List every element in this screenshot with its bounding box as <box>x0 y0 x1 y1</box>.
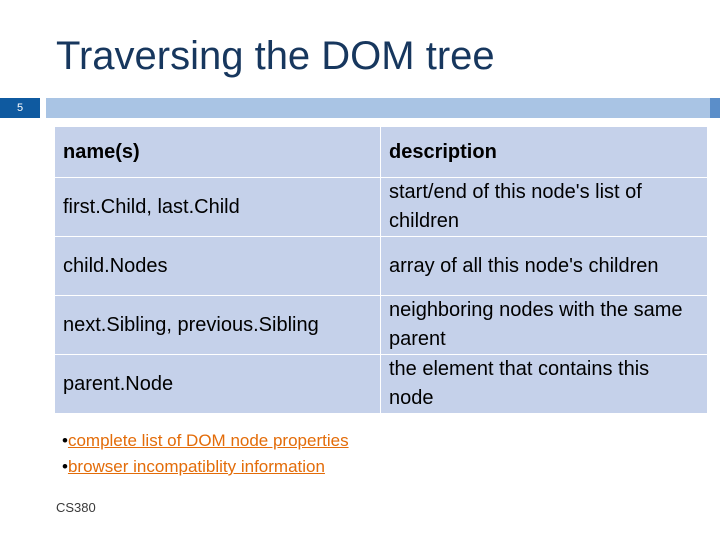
list-item: •complete list of DOM node properties <box>62 428 349 454</box>
bullet: • <box>62 457 68 476</box>
table-row: child.Nodes array of all this node's chi… <box>54 236 708 296</box>
title-accent-bar-end <box>710 98 720 118</box>
column-header-names: name(s) <box>54 126 381 178</box>
property-description-cell: start/end of this node's list of childre… <box>380 177 708 237</box>
slide-number: 5 <box>0 98 40 118</box>
dom-properties-table: name(s) description first.Child, last.Ch… <box>54 126 708 414</box>
property-name-cell: parent.Node <box>54 354 381 414</box>
property-name-cell: first.Child, last.Child <box>54 177 381 237</box>
property-description-cell: the element that contains this node <box>380 354 708 414</box>
title-accent-bar <box>46 98 720 118</box>
dom-properties-link[interactable]: complete list of DOM node properties <box>67 431 349 450</box>
table-row: next.Sibling, previous.Sibling neighbori… <box>54 295 708 355</box>
slide-footer: CS380 <box>56 500 96 515</box>
reference-links: •complete list of DOM node properties •b… <box>62 428 349 480</box>
list-item: •browser incompatiblity information <box>62 454 349 480</box>
slide-title: Traversing the DOM tree <box>56 34 495 78</box>
table-row: parent.Node the element that contains th… <box>54 354 708 414</box>
property-name-cell: next.Sibling, previous.Sibling <box>54 295 381 355</box>
property-description-cell: neighboring nodes with the same parent <box>380 295 708 355</box>
property-name-cell: child.Nodes <box>54 236 381 296</box>
table-header-row: name(s) description <box>54 126 708 178</box>
table-row: first.Child, last.Child start/end of thi… <box>54 177 708 237</box>
property-description-cell: array of all this node's children <box>380 236 708 296</box>
column-header-description: description <box>380 126 708 178</box>
browser-incompatibility-link[interactable]: browser incompatiblity information <box>67 457 325 476</box>
bullet: • <box>62 431 68 450</box>
